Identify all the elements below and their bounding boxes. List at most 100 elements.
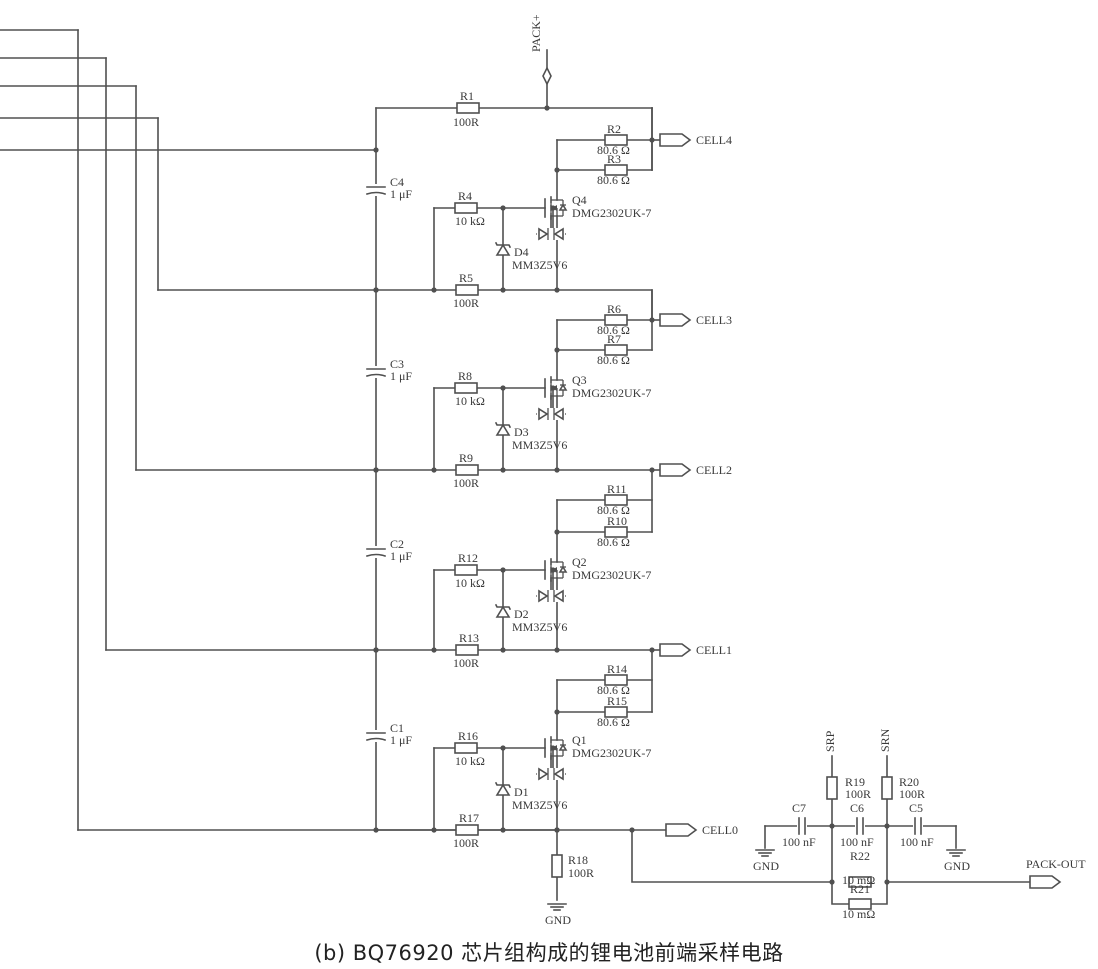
stage-1-rb-value: 80.6 Ω — [597, 715, 630, 729]
stage-2-cap-value: 1 μF — [390, 549, 412, 563]
stage-2-rg-ref: R12 — [458, 551, 478, 565]
diode-bar — [494, 781, 512, 789]
stage-2-capacitor — [364, 546, 388, 558]
stage-3-cap-ref: C3 — [390, 357, 404, 371]
stage-1-rb-body — [604, 706, 628, 718]
r22-value: 10 mΩ — [842, 873, 875, 887]
srp-label: SRP — [823, 730, 837, 752]
stage-3-rbot-value: 100R — [453, 476, 479, 490]
stage-2-rbot-body — [455, 644, 479, 656]
gate-zener-gap — [537, 408, 565, 420]
body-diode — [558, 565, 568, 573]
gate-zener-gap — [537, 228, 565, 240]
capacitor-plate — [365, 191, 387, 196]
junction-dot — [500, 287, 506, 293]
mosfet-arrow — [552, 205, 557, 211]
stage-1-rbot-ref: R17 — [459, 811, 479, 825]
c7-capacitor — [797, 816, 807, 836]
stage-3-q-ref: Q3 — [572, 373, 587, 387]
r1-ref: R1 — [460, 89, 474, 103]
stage-4-rg-value: 10 kΩ — [455, 214, 485, 228]
r21-value: 10 mΩ — [842, 907, 875, 921]
stage-2-d-part: MM3Z5V6 — [512, 620, 567, 634]
stage-3-rbot-ref: R9 — [459, 451, 473, 465]
stage-2-rb-ref: R10 — [607, 514, 627, 528]
gate-zener-gap — [537, 768, 565, 780]
stage-3-rg-body — [454, 382, 478, 394]
junction-dot — [829, 879, 835, 885]
figure-caption: (b) BQ76920 芯片组构成的锂电池前端采样电路 — [314, 941, 784, 965]
stage-4-rb-body — [604, 164, 628, 176]
gate-zener-gap — [537, 590, 565, 602]
stage-4-zener — [494, 241, 512, 256]
stage-2-rbot-ref: R13 — [459, 631, 479, 645]
srn-label: SRN — [878, 728, 892, 752]
stage-2-cap-ref: C2 — [390, 537, 404, 551]
junction-dot — [431, 647, 437, 653]
cell1-label: CELL1 — [696, 643, 732, 657]
gnd-c5 — [946, 849, 966, 857]
diode-bar — [494, 421, 512, 429]
c7-value: 100 nF — [782, 835, 816, 849]
capacitor-gap — [855, 816, 865, 836]
stage-1-d-ref: D1 — [514, 785, 529, 799]
stage-1-cap-value: 1 μF — [390, 733, 412, 747]
r19-body — [826, 776, 838, 800]
junction-dot — [431, 287, 437, 293]
r21-ref: R21 — [850, 882, 870, 896]
stage-2-rb-body — [604, 526, 628, 538]
r20-value: 100R — [899, 787, 925, 801]
c6-capacitor — [855, 816, 865, 836]
stage-1-mosfet — [537, 736, 568, 781]
r20-ref: R20 — [899, 775, 919, 789]
stage-2-ra-ref: R11 — [607, 482, 627, 496]
stage-3-rg-value: 10 kΩ — [455, 394, 485, 408]
junction-dot — [554, 529, 560, 535]
gate-zener — [538, 227, 549, 241]
body-diode — [558, 203, 568, 211]
stage-4-q-ref: Q4 — [572, 193, 587, 207]
stage-2-mosfet — [537, 558, 568, 603]
r21-body — [848, 898, 872, 910]
stage-1-rg-value: 10 kΩ — [455, 754, 485, 768]
stage-1-rg-ref: R16 — [458, 729, 478, 743]
pack-out-label: PACK-OUT — [1026, 857, 1086, 871]
stage-3-rb-body — [604, 344, 628, 356]
gate-zener — [553, 407, 564, 421]
capacitor-plate — [365, 373, 387, 378]
schematic-components — [364, 66, 1062, 911]
gate-zener — [538, 767, 549, 781]
sense-feed — [631, 829, 833, 883]
diode-triangle — [495, 783, 511, 796]
junction-dot — [554, 167, 560, 173]
stage-2-q-part: DMG2302UK-7 — [572, 568, 651, 582]
stage-3-q-part: DMG2302UK-7 — [572, 386, 651, 400]
stage-4-rb-ref: R3 — [607, 152, 621, 166]
stage-4-rbot-value: 100R — [453, 296, 479, 310]
r20-body — [881, 776, 893, 800]
stage-3-ra-body — [604, 314, 628, 326]
cell4-label: CELL4 — [696, 133, 732, 147]
cell1-port — [659, 643, 692, 657]
stage-4-ra-body — [604, 134, 628, 146]
stage-3-zener — [494, 421, 512, 436]
stage-4-mosfet — [537, 196, 568, 241]
stage-4-rg-ref: R4 — [458, 189, 472, 203]
c5-capacitor — [913, 816, 923, 836]
stage-4-q-part: DMG2302UK-7 — [572, 206, 651, 220]
pack-out-port — [1029, 875, 1062, 889]
stage-3-rb-ref: R7 — [607, 332, 621, 346]
stage-4-cap-value: 1 μF — [390, 187, 412, 201]
diode-triangle — [495, 605, 511, 618]
junction-dot — [554, 709, 560, 715]
stage-1-d-part: MM3Z5V6 — [512, 798, 567, 812]
stage-3-rb-value: 80.6 Ω — [597, 353, 630, 367]
stage-3-capacitor — [364, 366, 388, 378]
r19-value: 100R — [845, 787, 871, 801]
body-diode — [558, 743, 568, 751]
stage-3-rbot-body — [455, 464, 479, 476]
c6-ref: C6 — [850, 801, 864, 815]
stage-4-capacitor — [364, 184, 388, 196]
cell0-label: CELL0 — [702, 823, 738, 837]
